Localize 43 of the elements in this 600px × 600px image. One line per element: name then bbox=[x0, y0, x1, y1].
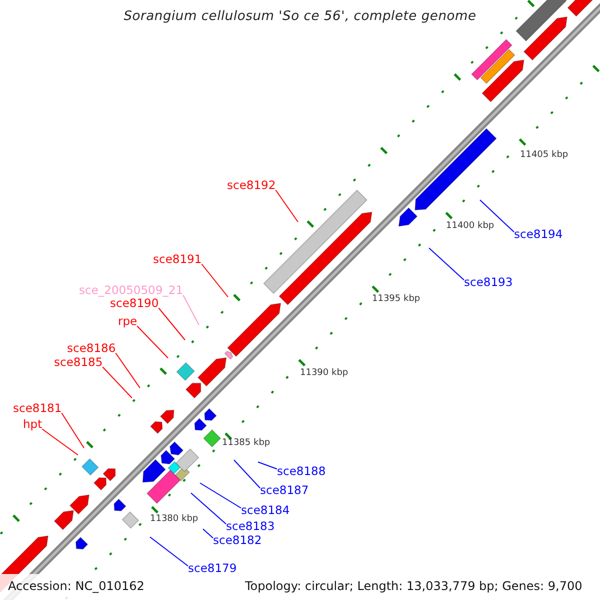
position-label: 11385 kbp bbox=[222, 438, 270, 448]
gene-label: hpt bbox=[23, 418, 42, 431]
gene-label: sce8186 bbox=[67, 342, 116, 355]
gene-label: sce8184 bbox=[241, 504, 290, 517]
leader-line bbox=[275, 190, 298, 222]
position-label: 11380 kbp bbox=[150, 514, 198, 524]
position-label: 11395 kbp bbox=[372, 294, 420, 304]
gene-label: sce8194 bbox=[514, 228, 563, 241]
gene-label: sce8193 bbox=[464, 276, 513, 289]
genome-info-text: Topology: circular; Length: 13,033,779 bp; Genes: 9,700 bbox=[245, 579, 582, 593]
leader-line bbox=[42, 428, 78, 456]
leader-line bbox=[201, 264, 228, 298]
gene-label: sce8183 bbox=[226, 520, 275, 533]
leader-line bbox=[182, 294, 200, 326]
position-label: 11400 kbp bbox=[446, 221, 494, 231]
gene-label: sce8182 bbox=[213, 534, 262, 547]
leader-line bbox=[150, 536, 188, 566]
leader-line bbox=[202, 528, 214, 538]
position-label: 11390 kbp bbox=[300, 368, 348, 378]
gene-label: sce8185 bbox=[54, 356, 103, 369]
leader-line bbox=[190, 492, 226, 524]
leader-line bbox=[102, 366, 132, 398]
gene-label: sce8187 bbox=[260, 484, 309, 497]
gene-label: sce8190 bbox=[110, 297, 159, 310]
gene-label: sce8192 bbox=[227, 179, 276, 192]
leader-line bbox=[158, 308, 186, 340]
leader-line bbox=[115, 352, 140, 388]
gene-label: sce8181 bbox=[13, 402, 62, 415]
gene-label: sce8179 bbox=[188, 562, 237, 575]
leader-line bbox=[480, 200, 514, 232]
leader-line bbox=[136, 326, 168, 358]
leader-line bbox=[200, 482, 242, 508]
position-label: 11405 kbp bbox=[520, 150, 568, 160]
gene-label: rpe bbox=[118, 315, 138, 328]
gene-label: sce8191 bbox=[153, 253, 202, 266]
gene-label: sce_20050509_21 bbox=[79, 284, 184, 297]
title: Sorangium cellulosum 'So ce 56', complete genome bbox=[122, 9, 478, 24]
accession-text: Accession: NC_010162 bbox=[8, 579, 144, 593]
leader-line bbox=[234, 460, 260, 488]
gene-label: sce8188 bbox=[277, 465, 326, 478]
leader-line bbox=[258, 462, 278, 470]
leader-line bbox=[61, 412, 84, 448]
leader-line bbox=[428, 248, 464, 280]
